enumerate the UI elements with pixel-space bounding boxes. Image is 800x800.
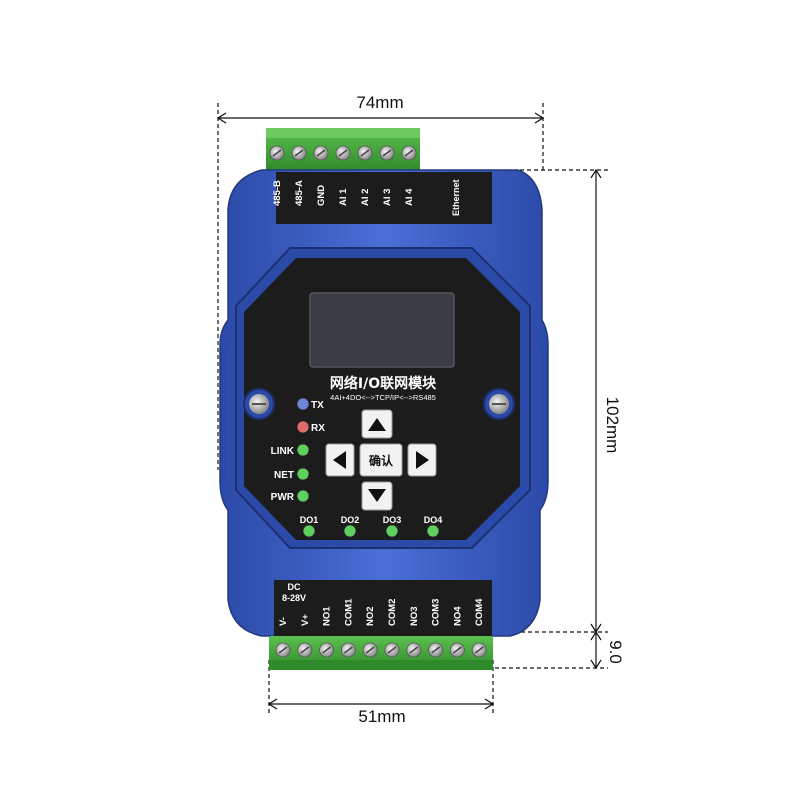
panel-subtitle: 4AI+4DO<-->TCP/IP<-->RS485 (330, 393, 436, 402)
left-button[interactable] (325, 443, 355, 477)
nav-buttons: 确认 (325, 409, 437, 511)
do-leds: DO1 DO2 DO3 DO4 (300, 515, 443, 538)
panel-title: 网络I/O联网模块 (330, 375, 437, 392)
bottom-terminal-label: NO1 (322, 606, 333, 626)
arrow-up-icon (368, 418, 386, 431)
bottom-terminal-label: NO3 (409, 606, 420, 626)
terminal-screw (362, 642, 378, 658)
status-led-label: PWR (271, 492, 295, 503)
left-mounting-screw (243, 388, 275, 420)
terminal-screw (357, 145, 373, 161)
terminal-screw (297, 642, 313, 658)
terminal-screw (335, 145, 351, 161)
terminal-screw (428, 642, 444, 658)
top-terminal-label: 485-B (272, 180, 283, 206)
top-terminal-block (266, 128, 420, 172)
confirm-button-label: 确认 (369, 453, 394, 468)
bottom-terminal-label: NO2 (365, 606, 376, 626)
status-led-pwr: PWR (271, 489, 310, 503)
confirm-button[interactable]: 确认 (359, 443, 403, 477)
status-led-label: RX (311, 423, 325, 434)
do-led-3: DO3 (383, 515, 402, 538)
bottom-terminal-label: COM3 (431, 599, 442, 626)
do-led-4: DO4 (424, 515, 443, 538)
bottom-terminal-block (269, 636, 493, 670)
power-label-line1: DC (288, 582, 301, 592)
terminal-screw (319, 642, 335, 658)
terminal-screw (379, 145, 395, 161)
terminal-screw (275, 642, 291, 658)
terminal-screw (269, 145, 285, 161)
do-led-label: DO4 (424, 515, 443, 525)
down-button[interactable] (361, 481, 393, 511)
top-terminal-labels: 485-B 485-A GND AI 1 AI 2 AI 3 AI 4 (272, 180, 415, 206)
oled-screen (309, 292, 455, 368)
dimension-lines (216, 103, 608, 716)
terminal-screw (291, 145, 307, 161)
bottom-terminal-label: COM2 (387, 599, 398, 626)
power-label-line2: 8-28V (282, 593, 306, 603)
status-leds: TX RX LINK NET PWR (271, 397, 325, 503)
do-led-label: DO3 (383, 515, 402, 525)
status-led-label: NET (274, 470, 294, 481)
status-led-label: LINK (271, 446, 295, 457)
top-terminal-label: 485-A (294, 180, 305, 206)
height-label: 102mm (603, 397, 622, 454)
right-mounting-screw (483, 388, 515, 420)
arrow-down-icon (368, 489, 386, 502)
width-top-label: 74mm (356, 93, 403, 112)
right-button[interactable] (407, 443, 437, 477)
do-led-label: DO1 (300, 515, 319, 525)
do-led-2: DO2 (341, 515, 360, 538)
bottom-terminal-label: NO4 (452, 606, 463, 626)
bottom-terminal-label: COM4 (474, 598, 485, 626)
top-terminal-label: AI 1 (338, 188, 349, 206)
top-terminal-label: AI 3 (382, 189, 393, 206)
terminal-screw (313, 145, 329, 161)
status-led-tx: TX (296, 397, 324, 411)
do-led-1: DO1 (300, 515, 319, 538)
terminal-screw (384, 642, 400, 658)
terminal-screw (471, 642, 487, 658)
arrow-left-icon (333, 451, 346, 469)
bottom-terminal-label: COM1 (343, 598, 354, 626)
terminal-screw (449, 642, 465, 658)
do-led-label: DO2 (341, 515, 360, 525)
bottom-terminal-label: V- (278, 617, 289, 626)
bottom-label-strip (274, 580, 492, 636)
bottom-terminal-label: V+ (300, 614, 311, 626)
terminal-screw (406, 642, 422, 658)
front-panel (235, 247, 531, 549)
status-led-net: NET (274, 467, 310, 481)
terminal-screw (401, 145, 417, 161)
up-button[interactable] (361, 409, 393, 439)
width-bottom-label: 51mm (358, 707, 405, 726)
status-led-link: LINK (271, 443, 310, 457)
top-terminal-label: GND (316, 185, 327, 206)
status-led-label: TX (311, 400, 324, 411)
terminal-screw (340, 642, 356, 658)
arrow-right-icon (416, 451, 429, 469)
bottom-terminal-labels: V- V+ NO1 COM1 NO2 COM2 NO3 COM3 NO4 COM4 (278, 598, 485, 626)
ethernet-label: Ethernet (451, 179, 461, 216)
rail-depth-label: 9.0 (606, 640, 625, 664)
status-led-rx: RX (296, 420, 325, 434)
top-terminal-label: AI 2 (360, 189, 371, 206)
top-terminal-label: AI 4 (404, 188, 415, 206)
